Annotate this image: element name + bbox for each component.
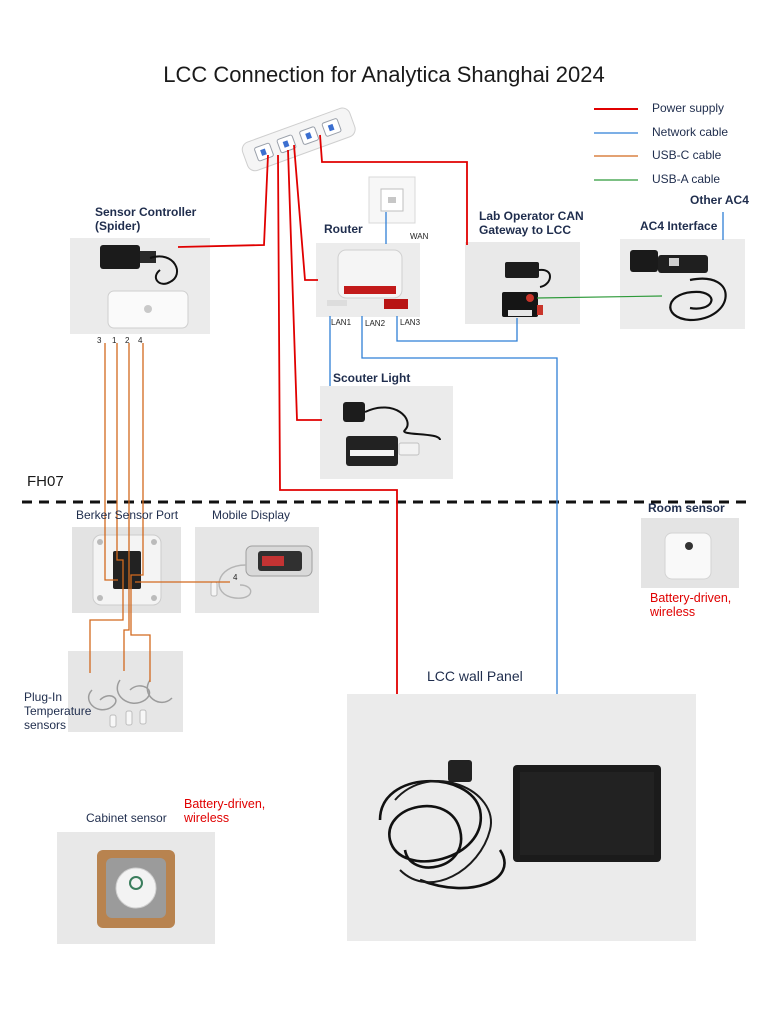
- legend-usbc-label: USB-C cable: [652, 148, 722, 162]
- port-number-4: 4: [138, 336, 143, 345]
- router-label: Router: [324, 222, 363, 236]
- power-cables: [177, 134, 468, 694]
- usbc-cable-port3: [104, 343, 118, 581]
- power-strip: [241, 107, 356, 172]
- power-cable-router: [293, 144, 318, 281]
- zone-label: FH07: [27, 473, 64, 490]
- berker-sensor-port-label: Berker Sensor Port: [76, 508, 179, 522]
- plugin-sensors-label: Plug-In Temperature sensors: [24, 690, 92, 732]
- power-cable-sensor-controller: [177, 154, 269, 248]
- usbc-cable-port2: [123, 343, 130, 671]
- port-number-1: 1: [112, 336, 117, 345]
- room-sensor-label: Room sensor: [648, 501, 725, 515]
- lan2-port-label: LAN2: [365, 319, 386, 328]
- mobile-display-photo: [195, 527, 319, 613]
- wan-port-label: WAN: [410, 232, 429, 241]
- legend-network-label: Network cable: [652, 125, 729, 139]
- ac4-interface-photo: [620, 239, 745, 329]
- wan-wall-socket-photo: [368, 176, 416, 224]
- port-number-3: 3: [97, 336, 102, 345]
- network-cables: [329, 212, 724, 694]
- lcc-wall-panel-photo: [347, 694, 696, 941]
- usba-cable-ac4: [536, 295, 663, 299]
- room-sensor-note: Battery-driven, wireless: [650, 591, 732, 620]
- cabinet-sensor-label: Cabinet sensor: [86, 811, 167, 825]
- ac4-interface-label: AC4 Interface: [640, 219, 718, 233]
- network-cable-lan3-gateway: [396, 316, 518, 342]
- sensor-controller-label: Sensor Controller (Spider): [95, 205, 197, 233]
- network-cable-lan2-wall-panel: [361, 316, 558, 694]
- power-cable-scouter: [287, 149, 322, 421]
- lan1-port-label: LAN1: [331, 318, 352, 327]
- room-sensor-photo: [641, 518, 739, 588]
- lcc-wall-panel-label: LCC wall Panel: [427, 668, 523, 684]
- berker-sensor-port-photo: [72, 527, 181, 613]
- cabinet-sensor-note: Battery-driven, wireless: [184, 797, 266, 826]
- power-cable-lab-operator: [319, 134, 468, 245]
- mobile-display-label: Mobile Display: [212, 508, 291, 522]
- other-ac4-label: Other AC4: [690, 193, 749, 207]
- usbc-cables: [89, 343, 230, 682]
- router-photo: [316, 243, 420, 317]
- usbc-cable-port1: [89, 343, 124, 673]
- scouter-light-photo: [320, 386, 453, 479]
- cabinet-sensor-photo: [57, 832, 215, 944]
- usbc-cable-port4: [130, 343, 151, 682]
- lab-operator-gateway-photo: [465, 242, 580, 324]
- power-cable-wall-panel: [277, 154, 398, 694]
- legend-power-label: Power supply: [652, 101, 725, 115]
- legend-usba-label: USB-A cable: [652, 172, 721, 186]
- sensor-controller-photo: [70, 238, 210, 334]
- lan3-port-label: LAN3: [400, 318, 421, 327]
- plugin-temperature-sensors-photo: [68, 651, 183, 732]
- lab-operator-label: Lab Operator CAN Gateway to LCC: [479, 209, 584, 237]
- scouter-light-label: Scouter Light: [333, 371, 411, 385]
- page-title: LCC Connection for Analytica Shanghai 20…: [163, 62, 605, 87]
- port-number-2: 2: [125, 336, 130, 345]
- port-number-4-display: 4: [233, 573, 238, 582]
